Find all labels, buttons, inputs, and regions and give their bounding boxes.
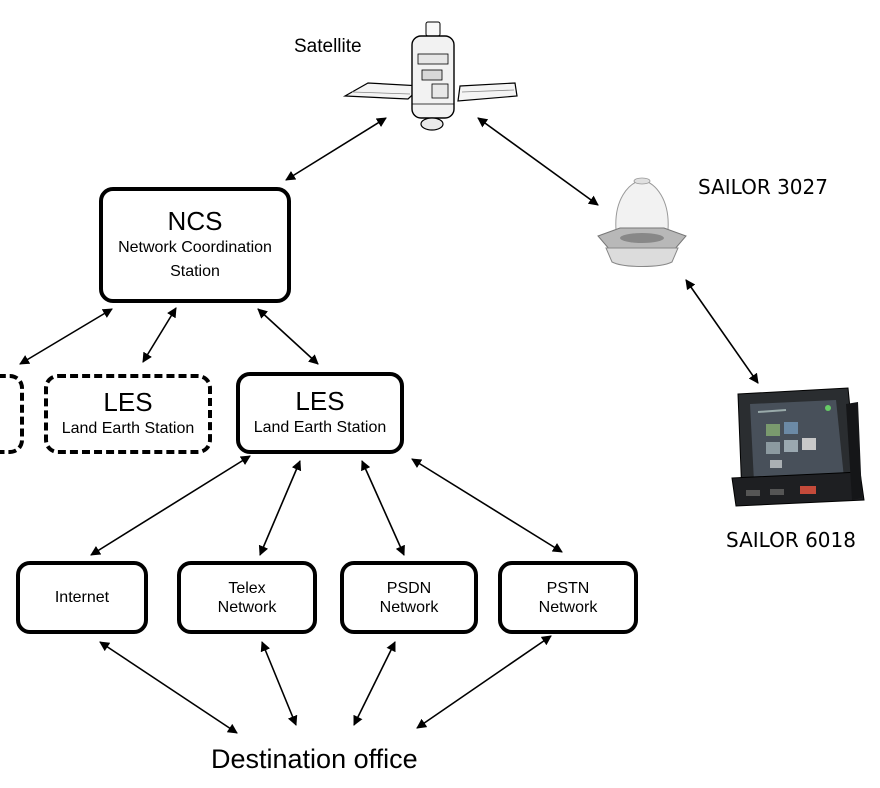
network-box-telex: Telex Network — [177, 561, 317, 634]
ncs-line1: Network Coordination — [118, 239, 272, 256]
arrow-psdn-destination — [353, 641, 396, 726]
arrow-pstn-destination — [416, 635, 552, 729]
network-label: PSDN — [386, 579, 432, 597]
arrow-internet-destination — [99, 641, 238, 734]
satellite-label: Satellite — [294, 36, 362, 57]
ncs-title: NCS — [167, 206, 223, 236]
network-label: Telex — [228, 579, 266, 597]
antenna-label: SAILOR 3027 — [698, 175, 828, 199]
les-inactive-title: LES — [103, 387, 153, 417]
les-inactive-box: LES Land Earth Station — [44, 374, 212, 454]
les-partial-left-box — [0, 374, 24, 454]
arrow-ncs-les-inactive — [142, 307, 177, 363]
network-label-2: Network — [538, 598, 598, 616]
network-box-internet: Internet — [16, 561, 148, 634]
ncs-box: NCS Network Coordination Station — [99, 187, 291, 303]
terminal-display-icon — [731, 387, 865, 507]
arrow-les-telex — [258, 460, 302, 556]
network-label-2: Network — [379, 598, 439, 616]
arrow-satellite-antenna — [477, 117, 599, 206]
arrow-les-pstn — [411, 458, 563, 553]
network-box-psdn: PSDN Network — [340, 561, 478, 634]
network-box-pstn: PSTN Network — [498, 561, 638, 634]
network-label-2: Network — [217, 598, 277, 616]
destination-office-label: Destination office — [211, 744, 418, 774]
arrow-ncs-les-left — [19, 308, 113, 365]
terminal-label: SAILOR 6018 — [726, 528, 856, 552]
antenna-dome-icon — [597, 177, 687, 267]
les-active-title: LES — [295, 386, 345, 416]
ncs-line2: Station — [170, 263, 220, 280]
arrow-ncs-les-active — [257, 308, 319, 365]
arrow-telex-destination — [260, 641, 298, 726]
network-label: Internet — [54, 589, 110, 606]
network-label: PSTN — [546, 579, 590, 597]
arrow-les-internet — [90, 455, 251, 556]
les-inactive-subtitle: Land Earth Station — [61, 420, 195, 437]
les-active-box: LES Land Earth Station — [236, 372, 404, 454]
arrow-satellite-ncs — [285, 117, 387, 181]
arrow-antenna-terminal — [685, 279, 759, 384]
satellite-icon — [342, 21, 518, 131]
arrow-les-psdn — [361, 460, 405, 556]
les-active-subtitle: Land Earth Station — [253, 419, 387, 436]
